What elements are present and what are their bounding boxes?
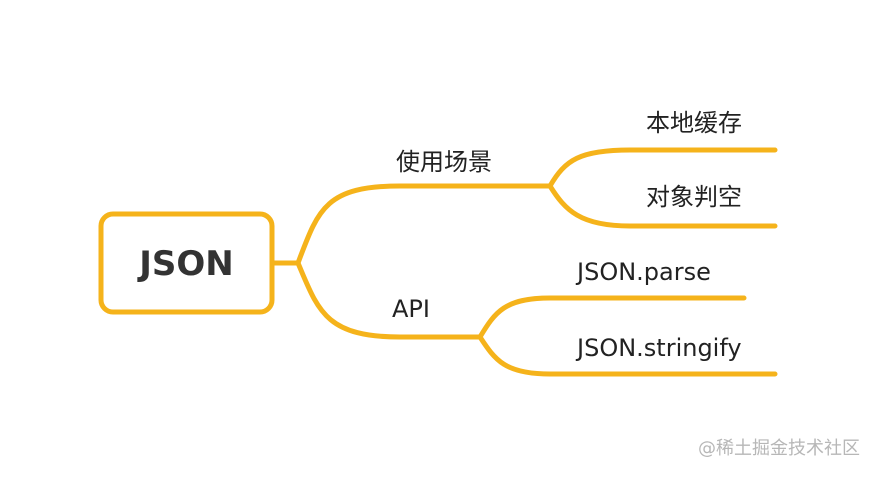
child-curve-local-cache	[547, 147, 778, 189]
root-node: JSON	[98, 211, 275, 315]
root-node-box	[98, 211, 275, 315]
root-node-label: JSON	[137, 244, 234, 284]
watermark-text: @稀土掘金技术社区	[698, 438, 860, 459]
child-label-json-stringify: JSON.stringify	[575, 334, 742, 362]
child-label-object-empty-check: 对象判空	[646, 183, 742, 211]
branch-curve-api	[295, 260, 483, 340]
child-curve-object-empty-check	[547, 183, 778, 229]
child-curve-json-stringify	[477, 334, 778, 377]
child-label-json-parse: JSON.parse	[575, 258, 711, 286]
branch-curve-usage-scenarios	[295, 183, 553, 266]
branch-label-api: API	[392, 295, 430, 323]
branch-label-usage-scenarios: 使用场景	[396, 148, 492, 176]
child-curve-json-parse	[477, 295, 747, 340]
child-label-local-cache: 本地缓存	[646, 109, 742, 137]
